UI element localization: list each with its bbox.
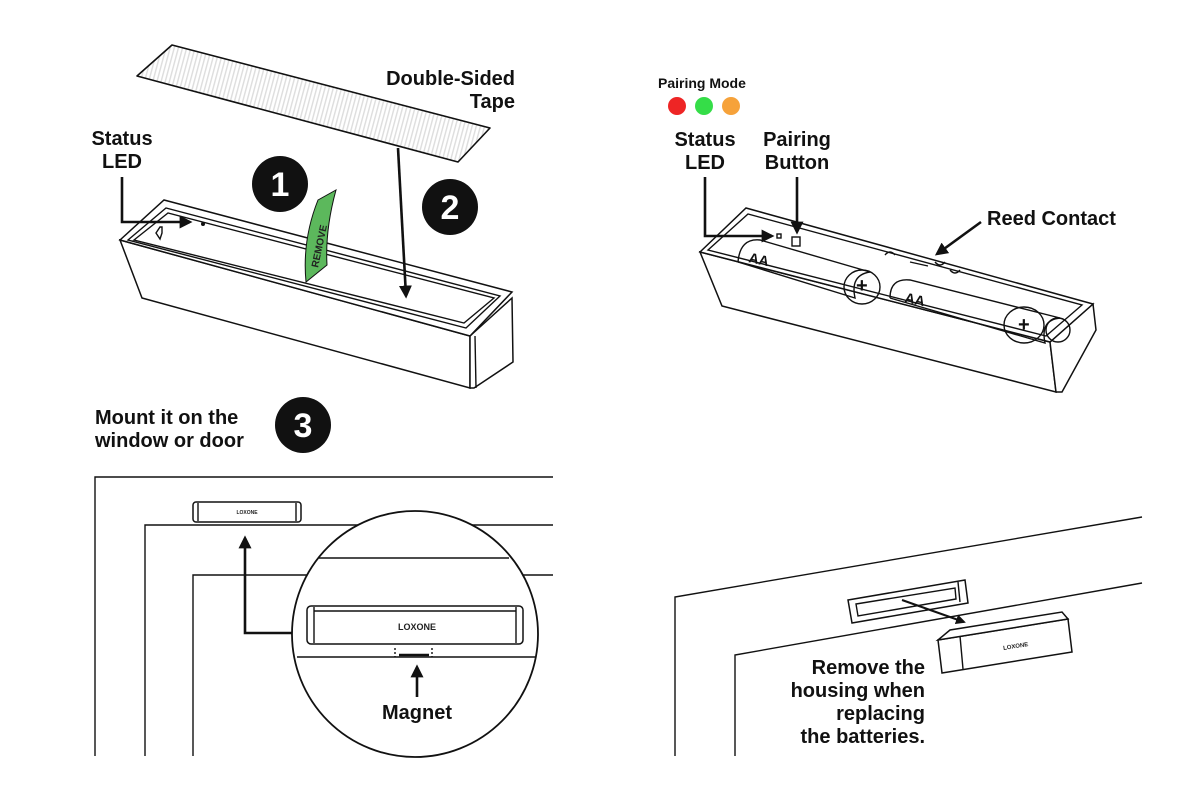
tape-label-line1: Double-Sided xyxy=(386,68,515,90)
pairing-button-label-line2: Button xyxy=(765,152,829,174)
magnet-label: Magnet xyxy=(382,702,452,724)
step-2-number: 2 xyxy=(441,189,460,227)
reed-contact-label: Reed Contact xyxy=(987,208,1116,230)
status-led-dot xyxy=(201,222,205,226)
mounted-sensor-small: LOXONE xyxy=(192,501,302,523)
led-green-indicator xyxy=(695,97,713,115)
battery-2-label: AA xyxy=(903,289,926,309)
battery-1-polarity: + xyxy=(856,275,868,297)
brand-mark-housing: LOXONE xyxy=(1003,642,1029,652)
step-1-number: 1 xyxy=(271,166,290,204)
double-sided-tape xyxy=(136,44,491,163)
led-red-indicator xyxy=(668,97,686,115)
removal-instruction-line1: Remove the xyxy=(812,657,925,679)
mount-instruction-line1: Mount it on the xyxy=(95,407,238,429)
status-led xyxy=(776,233,782,239)
led-orange-indicator xyxy=(722,97,740,115)
step-3-badge: 3 xyxy=(275,397,331,453)
brand-mark-small: LOXONE xyxy=(236,510,258,516)
status-led-label-line2: LED xyxy=(102,151,142,173)
reed-contact-arrow xyxy=(934,220,982,256)
status-led-label-line1: Status xyxy=(674,129,735,151)
pairing-mode-label: Pairing Mode xyxy=(658,75,746,91)
status-led-arrow xyxy=(703,177,775,243)
step3-panel: Mount it on the window or door 3 LOXONE xyxy=(94,397,553,758)
removal-instruction-line4: the batteries. xyxy=(801,726,925,748)
step-2-badge: 2 xyxy=(422,179,478,235)
battery-2-polarity: + xyxy=(1018,314,1030,336)
status-led-arrow xyxy=(120,177,193,229)
mount-instruction-line2: window or door xyxy=(94,430,244,452)
tape-arrow xyxy=(396,147,412,299)
step1-panel: Double-Sided Tape REMOVE Status LED 1 2 xyxy=(91,44,515,389)
sensor-housing-removed: LOXONE xyxy=(935,611,1073,674)
removal-instruction-line2: housing when xyxy=(791,680,925,702)
status-led-label-line2: LED xyxy=(685,152,725,174)
removal-instruction-line3: replacing xyxy=(836,703,925,725)
battery-1-label: AA xyxy=(747,249,770,269)
step-3-number: 3 xyxy=(294,407,313,445)
step-1-badge: 1 xyxy=(252,156,308,212)
brand-mark-large: LOXONE xyxy=(398,622,436,632)
status-led-label-line1: Status xyxy=(91,128,152,150)
sensor-housing-batteries: AA + AA + xyxy=(698,207,1097,393)
pairing-button-label-line1: Pairing xyxy=(763,129,831,151)
zoom-callout-arrow xyxy=(238,535,295,635)
remove-housing-arrow xyxy=(901,599,966,625)
tape-label-line2: Tape xyxy=(470,91,515,113)
removal-panel: LOXONE Remove the housing when replacing… xyxy=(674,516,1143,756)
pairing-button[interactable] xyxy=(791,236,801,247)
remove-tab[interactable] xyxy=(304,188,337,283)
battery-view-panel: Pairing Mode Status LED Pairing Button R… xyxy=(658,75,1116,393)
magnified-view: LOXONE Magnet xyxy=(291,510,539,758)
